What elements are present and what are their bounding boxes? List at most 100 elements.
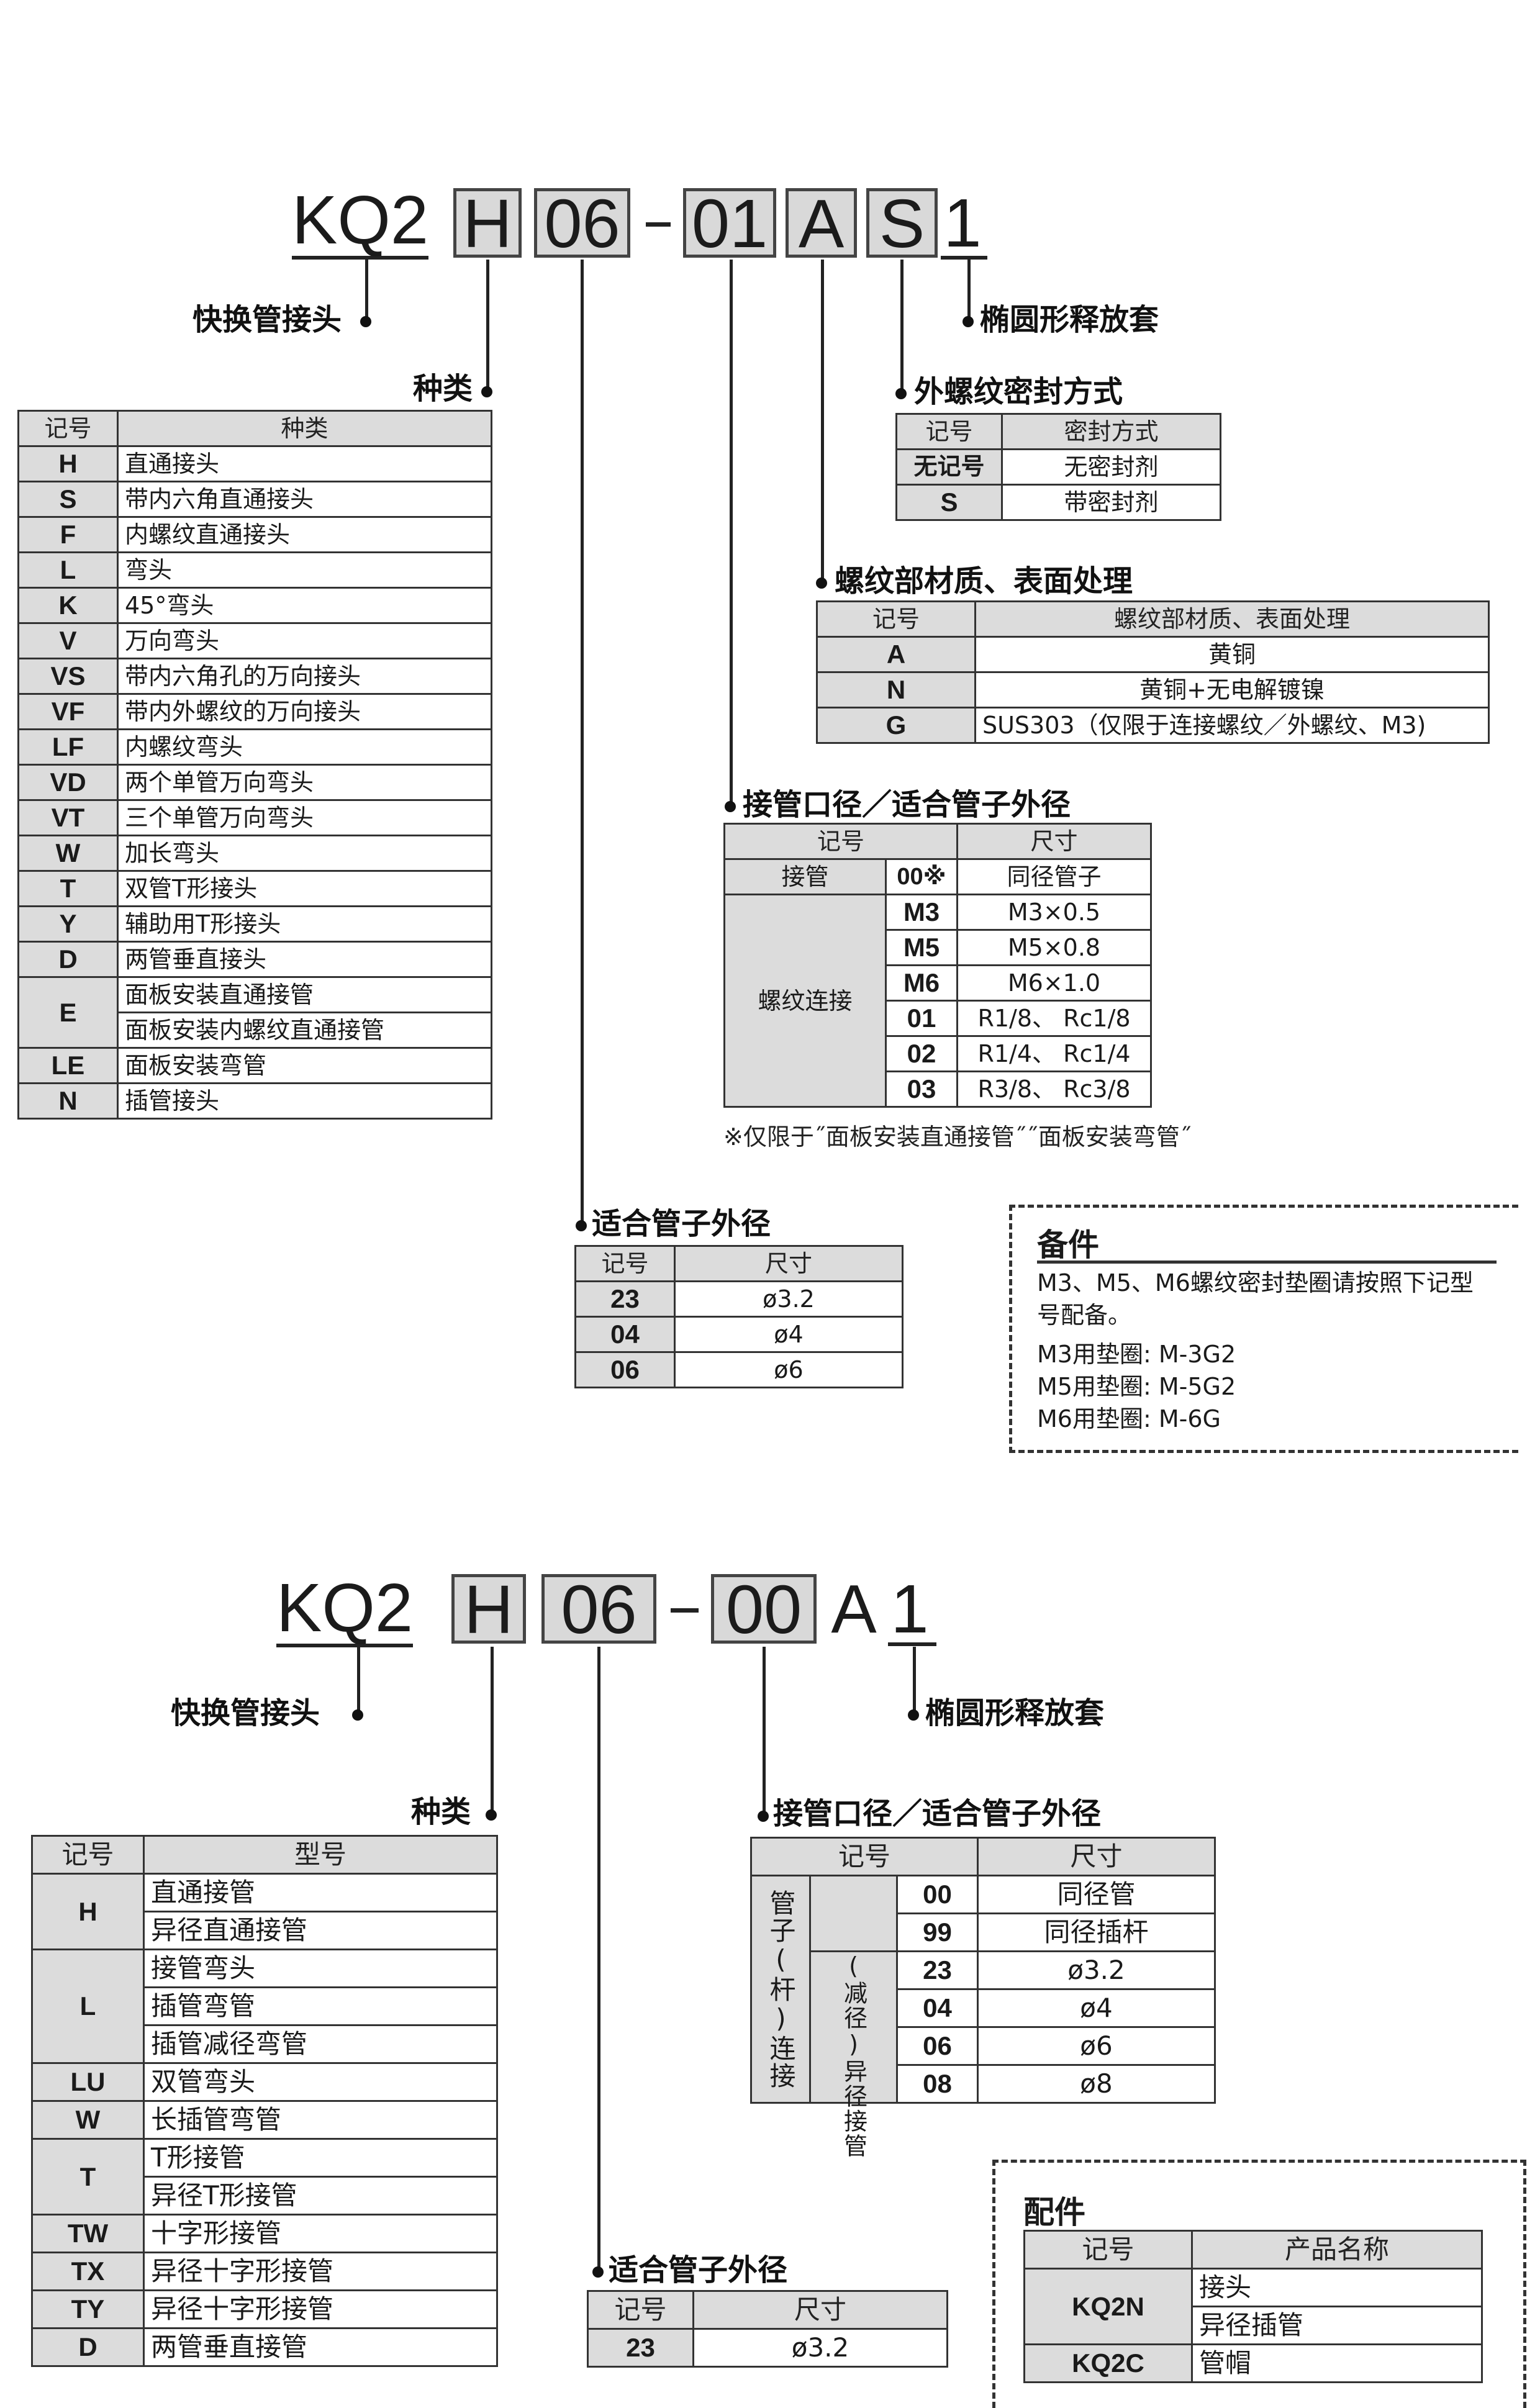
type-code: VT [17,799,119,836]
type-name: 内螺纹直通接头 [117,516,492,553]
type-code: T [31,2138,145,2216]
type-code: L [31,1949,145,2064]
release-underline [888,1642,936,1646]
material-name: 黄铜 [974,636,1490,673]
type-code: L [17,551,119,589]
material-name: 黄铜+无电解镀镍 [974,671,1490,708]
port-table-header-size: 尺寸 [977,1837,1216,1876]
od-code: 23 [587,2328,694,2368]
label-port: 接管口径／适合管子外径 [743,787,1071,822]
table-row: 异径插管 [1025,2306,1483,2345]
port-size: ø6 [977,2026,1216,2066]
type-name: 长插管弯管 [143,2100,498,2140]
dot-release [962,316,974,327]
spare-parts-item: M6用垫圈: M-6G [1037,1405,1221,1433]
accessory-name: 异径插管 [1191,2306,1483,2345]
port-code: M3 [885,894,958,931]
type-name: 直通接头 [117,445,492,482]
port-code: 23 [896,1950,979,1990]
port-size: 同径插杆 [977,1912,1216,1952]
type-name: 异径直通接管 [143,1911,498,1950]
line-type [486,260,489,391]
code-size-box: 06 [541,1574,656,1644]
code-prefix: KQ2 [276,1570,414,1647]
dot-type [481,386,492,397]
code-release: 1 [890,1571,929,1647]
type-name: 两个单管万向弯头 [117,764,492,801]
port-group-tube: 管子(杆)连接 [750,1875,811,2104]
dot-tube-od [576,1220,587,1231]
type-name: 双管弯头 [143,2062,498,2102]
tube-od-header-size: 尺寸 [674,1245,904,1282]
port-code: M6 [885,964,958,1002]
line-fitting [357,1647,360,1715]
type-name: 内螺纹弯头 [117,728,492,766]
dot-release [908,1709,919,1721]
port-size: M6×1.0 [956,964,1152,1002]
port-code: 08 [896,2064,979,2104]
type-table-header-code: 记号 [31,1835,145,1875]
label-release-sleeve: 椭圆形释放套 [980,302,1159,337]
table-row: 异径T形接管 [32,2176,498,2216]
line-tube-od [581,260,584,1225]
port-code: 00※ [885,858,958,895]
port-size: M3×0.5 [956,894,1152,931]
material-code: A [816,636,976,673]
label-fitting: 快换管接头 [192,302,342,337]
code-dash [671,1608,699,1613]
spare-parts-title: 备件 [1037,1227,1099,1263]
line-type [491,1647,494,1814]
type-code: LU [31,2062,145,2102]
type-code: E [17,976,119,1049]
port-size: 同径管 [977,1875,1216,1914]
label-type: 种类 [413,371,473,406]
code-seal-box: S [866,188,938,258]
material-name: SUS303（仅限于连接螺纹／外螺纹、M3) [974,707,1490,744]
type-code: LE [17,1047,119,1084]
port-size: R1/4、 Rc1/4 [956,1035,1152,1072]
type-name: 弯头 [117,551,492,589]
port-table-header-code: 记号 [750,1837,979,1876]
code-port-box: 01 [683,188,776,258]
release-underline [941,256,987,260]
spare-parts-item: M5用垫圈: M-5G2 [1037,1373,1236,1400]
material-table-header-material: 螺纹部材质、表面处理 [974,600,1490,638]
table-row: (减径)异径接管 23 ø3.2 [751,1950,1216,2158]
type-name: 插管弯管 [143,1986,498,2026]
port-code: M5 [885,929,958,966]
type-code: VD [17,764,119,801]
type-name: 接管弯头 [143,1949,498,1988]
code-dash [646,222,671,227]
type-name: 两管垂直接头 [117,941,492,978]
type-name: 带内六角直通接头 [117,481,492,518]
od-size: ø3.2 [692,2328,948,2368]
type-name: 直通接管 [143,1873,498,1912]
